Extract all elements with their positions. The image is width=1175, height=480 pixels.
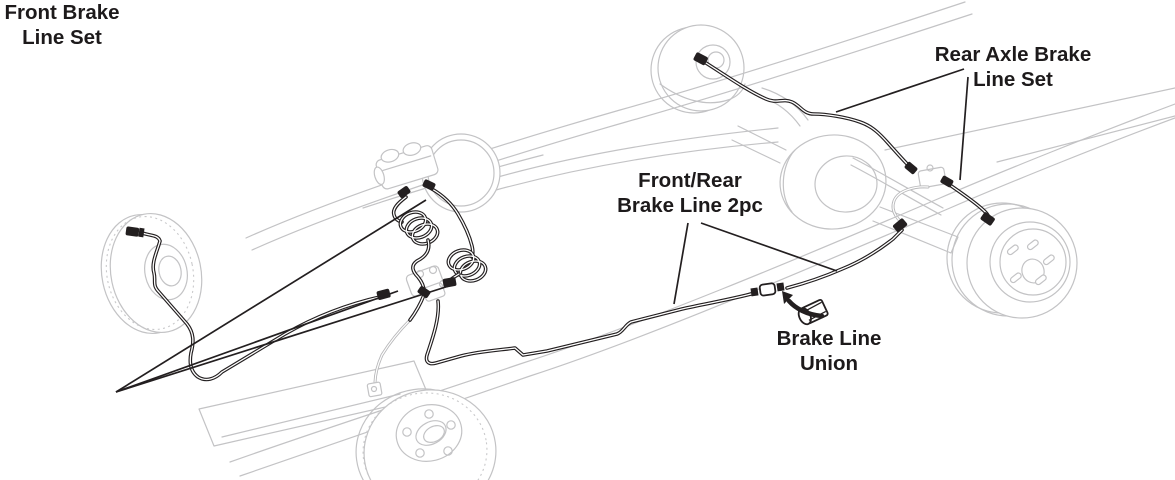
- brake-line-union-on-line: [750, 282, 785, 297]
- master-cylinder-with-booster: [373, 133, 501, 213]
- front-right-flex-hose: [366, 318, 412, 398]
- label-line-2: Line Set: [22, 26, 102, 49]
- label-line-2: Brake Line 2pc: [617, 194, 763, 217]
- front-right-brake-rotor: [355, 388, 497, 480]
- wheel-studs: [1006, 239, 1055, 286]
- rear-differential: [731, 87, 959, 254]
- leader-front-rear-1: [673, 222, 689, 305]
- line-fittings: [693, 52, 995, 226]
- driveshaft: [495, 127, 779, 191]
- label-line-1: Rear Axle Brake: [934, 43, 1092, 66]
- front-left-brake-rotor: [100, 212, 203, 335]
- label-line-2: Union: [799, 352, 859, 375]
- leader-lines: [115, 68, 969, 393]
- brake-line-union-fitting: [782, 291, 829, 326]
- rear-axle-brake-line-set-lines: [693, 52, 995, 226]
- label-front-brake-line-set: Front Brake Line Set: [0, 0, 124, 50]
- label-line-2: Line Set: [973, 68, 1053, 91]
- leader-front-set-3: [115, 284, 453, 393]
- coiled-line-right: [446, 248, 488, 283]
- label-line-1: Front Brake: [4, 1, 120, 24]
- label-front-rear-brake-line-2pc: Front/Rear Brake Line 2pc: [598, 168, 782, 218]
- leader-rear-axle-2: [959, 76, 969, 181]
- distribution-valve-block: [405, 265, 448, 302]
- union-callout-arrow: [786, 298, 825, 319]
- leader-front-set-2: [115, 290, 399, 393]
- leader-rear-axle-1: [835, 68, 965, 113]
- label-line-1: Front/Rear: [638, 169, 742, 192]
- label-line-1: Brake Line: [776, 327, 882, 350]
- rear-right-brake-drum: [946, 202, 1078, 319]
- rear-left-brake-drum: [650, 24, 746, 114]
- leader-front-set-1: [115, 199, 427, 393]
- line-fittings: [125, 179, 457, 300]
- label-brake-line-union: Brake Line Union: [748, 326, 910, 376]
- label-rear-axle-brake-line-set: Rear Axle Brake Line Set: [922, 42, 1104, 92]
- leader-front-rear-2: [700, 222, 838, 272]
- front-rear-brake-line-2pc: [424, 218, 908, 366]
- front-brake-line-set-lines: [125, 179, 488, 382]
